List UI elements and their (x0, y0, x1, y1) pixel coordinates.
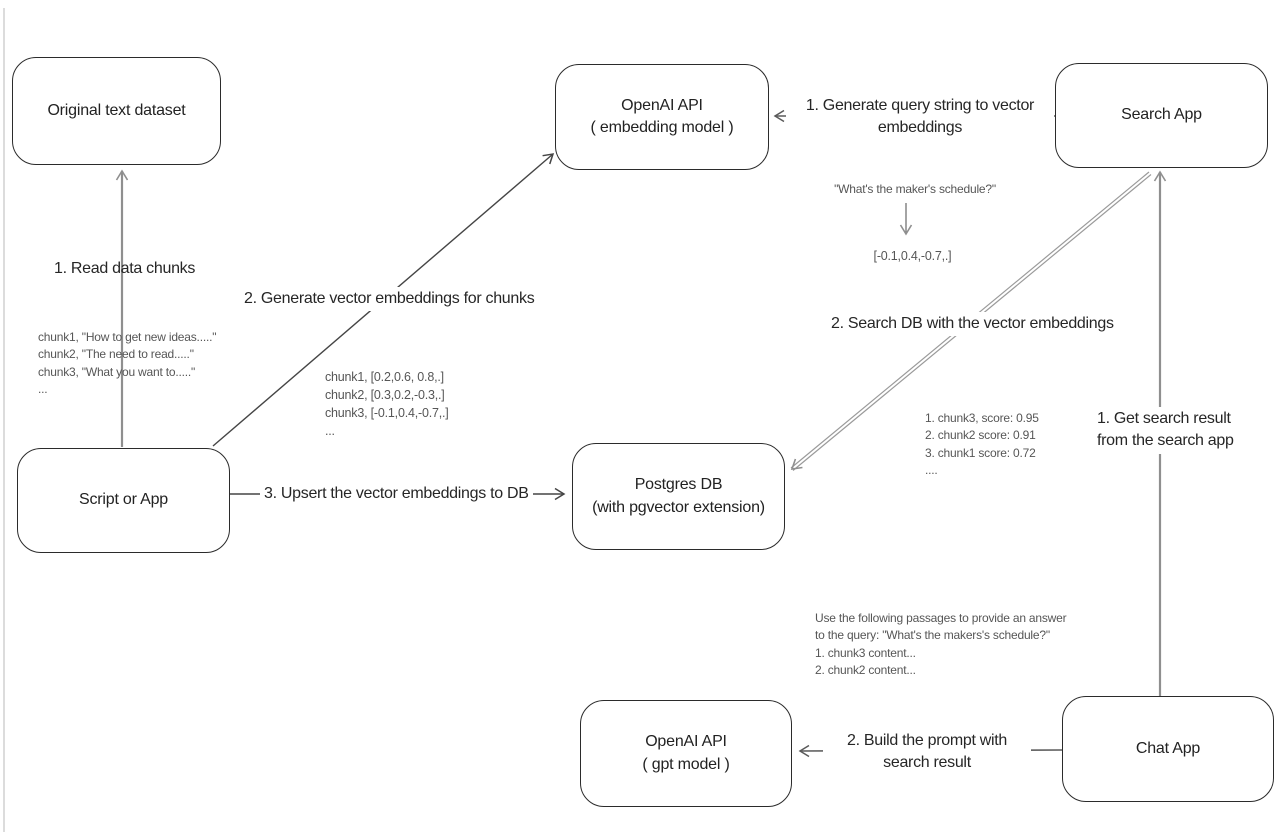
box-openai-gpt: OpenAI API ( gpt model ) (580, 700, 792, 807)
annotation-chunk-list: chunk1, "How to get new ideas....." chun… (38, 330, 217, 397)
annotation-vector-list: chunk1, [0.2,0.6, 0.8,.] chunk2, [0.3,0.… (325, 370, 449, 439)
arrow-label-generate-embeddings: 2. Generate vector embeddings for chunks (240, 287, 539, 312)
arrow-label-search-db: 2. Search DB with the vector embeddings (827, 312, 1118, 337)
annotation-search-scores: 1. chunk3, score: 0.95 2. chunk2 score: … (925, 411, 1039, 478)
annotation-query-vector: [-0.1,0.4,-0.7,.] (873, 249, 952, 263)
annotation-prompt-preview: Use the following passages to provide an… (815, 611, 1067, 678)
arrow-label-get-search-result: 1. Get search result from the search app (1093, 407, 1238, 454)
arrow-label-upsert-embeddings: 3. Upsert the vector embeddings to DB (260, 482, 533, 507)
annotation-query-string: "What's the maker's schedule?" (834, 182, 996, 196)
screen-edge-line (3, 8, 5, 832)
box-openai-embedding: OpenAI API ( embedding model ) (555, 64, 769, 170)
box-search-app: Search App (1055, 63, 1268, 168)
arrow-label-build-prompt: 2. Build the prompt with search result (823, 729, 1031, 776)
box-chat-app: Chat App (1062, 696, 1274, 802)
box-postgres-db: Postgres DB (with pgvector extension) (572, 443, 785, 550)
arrow-label-query-to-vector: 1. Generate query string to vector embed… (786, 94, 1054, 141)
box-original-text-dataset: Original text dataset (12, 57, 221, 165)
arrow-label-read-chunks: 1. Read data chunks (54, 260, 196, 277)
box-script-or-app: Script or App (17, 448, 230, 553)
